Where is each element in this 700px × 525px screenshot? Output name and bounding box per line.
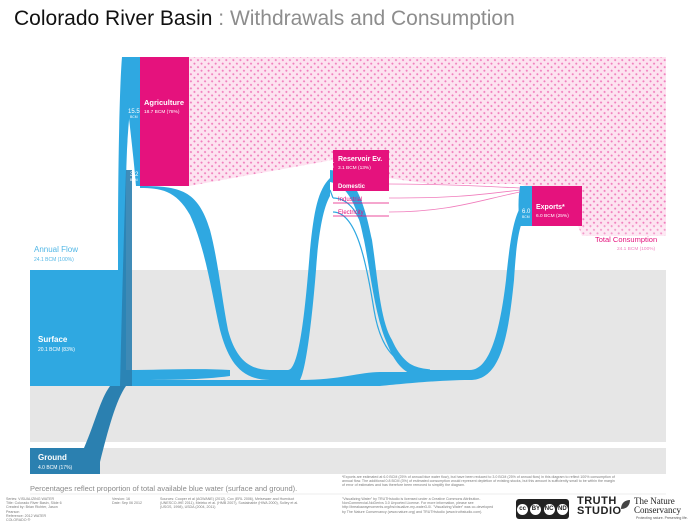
agriculture-sub: 18.7 BCM (78%): [144, 109, 180, 115]
page-title: Colorado River Basin : Withdrawals and C…: [14, 7, 515, 31]
reservoir-sub: 3.1 BCM (13%): [338, 165, 371, 171]
title-sub: : Withdrawals and Consumption: [212, 7, 515, 30]
tnc-leaf-icon: [621, 500, 630, 509]
agriculture-return-arch: [140, 186, 290, 380]
surface-band: [30, 270, 666, 442]
ground-sub: 4.0 BCM (17%): [38, 465, 73, 471]
ground-band: [30, 448, 666, 474]
total-consumption-label: Total Consumption: [595, 235, 657, 244]
tnc-tagline: Protecting nature. Preserving life.: [636, 516, 688, 520]
by-icon: BY: [530, 503, 542, 515]
annual-flow-label: Annual Flow: [34, 245, 78, 254]
tnc-line2: Conservancy: [634, 505, 681, 515]
value-3-1-unit: BCM: [326, 165, 334, 169]
exports-sub: 6.0 BCM (25%): [536, 213, 569, 219]
tnc-line1: The Nature: [634, 496, 675, 506]
surface-sub: 20.1 BCM (83%): [38, 347, 75, 353]
minor-flows: [329, 189, 431, 373]
exports-feed: [518, 186, 532, 226]
industrial-connector: [329, 189, 334, 199]
meta-license: "Visualizing Water" by TRUTHstudio is li…: [342, 497, 494, 514]
title-main: Colorado River Basin: [14, 7, 213, 30]
ground-upflow: [120, 170, 132, 386]
middle-arch: [288, 178, 330, 380]
annual-flow-pillar: [30, 57, 230, 380]
domestic-node: [333, 178, 389, 191]
electricity-line: [332, 211, 431, 373]
domestic-label: Domestic: [338, 184, 366, 190]
consumption-flow: [189, 57, 666, 226]
value-3-1: 3.1: [326, 159, 335, 165]
blue-flows: [30, 57, 532, 386]
surface-label: Surface: [38, 335, 68, 344]
truth-logo-line1: TRUTH: [577, 495, 617, 507]
meta-version: Version: 16 Date: Sep 06 2012: [112, 497, 142, 506]
nc-icon: NC: [543, 503, 555, 515]
minor-consumption-lines: [388, 183, 521, 213]
industrial-label: Industrial: [338, 197, 362, 203]
meta-series: Series: VISUALIZING WATER Title: Colorad…: [6, 497, 62, 523]
value-3-2: 3.2: [130, 172, 139, 178]
annual-flow-sub: 24.1 BCM (100%): [34, 257, 74, 263]
exports-note: *Exports are estimated at 6.0 BCM (25% o…: [342, 475, 615, 488]
exports-arch: [470, 200, 526, 380]
percentage-footnote: Percentages reflect proportion of total …: [30, 484, 298, 493]
exports-label: Exports*: [536, 204, 565, 211]
truth-logo-line2: STUDIO: [577, 505, 622, 517]
electricity-label: Electricity: [338, 210, 364, 216]
nd-icon: ND: [556, 503, 568, 515]
total-consumption-sub: 24.1 BCM (100%): [617, 246, 656, 252]
industrial-line: [332, 197, 431, 371]
value-6-0-unit: BCM: [522, 215, 530, 219]
reservoir-label: Reservoir Ev.: [338, 156, 382, 163]
middle-arch-right: [330, 170, 470, 378]
agriculture-label: Agriculture: [144, 98, 184, 107]
truth-studio-logo: TRUTH STUDIO: [577, 495, 622, 517]
agriculture-input: [122, 57, 140, 186]
cc-icon: cc: [517, 503, 529, 515]
tnc-logo: The Nature Conservancy: [634, 497, 681, 515]
ground-label: Ground: [38, 453, 67, 462]
value-15-5: 15.5: [128, 109, 140, 115]
value-15-5-unit: BCM: [130, 115, 138, 119]
reservoir-node: [333, 150, 389, 178]
meta-sources: Sources: Cooper et al (AGWANE) (2012), C…: [160, 497, 299, 510]
exports-node: [532, 186, 582, 226]
value-6-0: 6.0: [522, 209, 531, 215]
value-3-2-unit: BCM: [130, 178, 138, 182]
ground-flow: [30, 386, 126, 474]
surface-main-flow: [30, 372, 470, 386]
consumption-edge: [560, 180, 666, 236]
agriculture-node: [140, 57, 189, 186]
creative-commons-badge: cc BY NC ND: [516, 499, 569, 519]
